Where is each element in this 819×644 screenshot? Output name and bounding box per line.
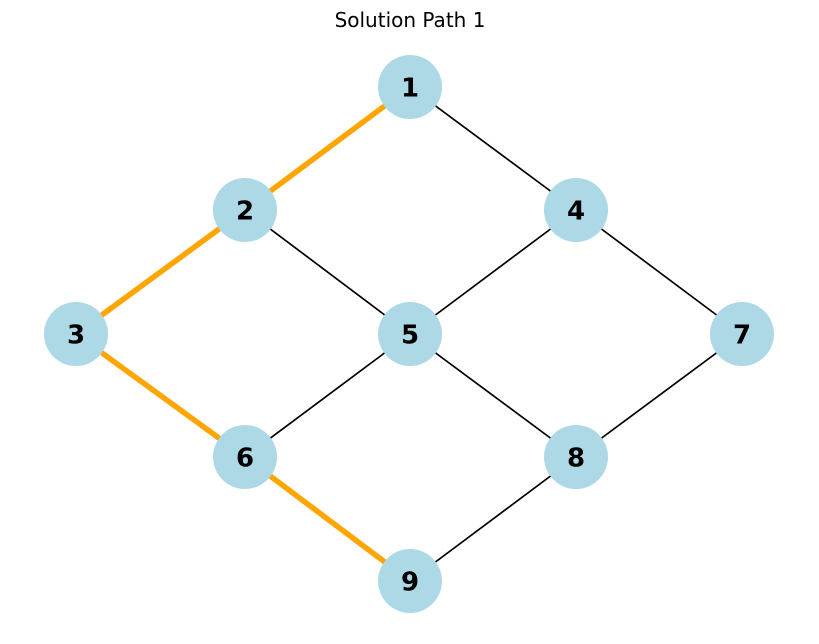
graph-edge-8-9 (409, 456, 577, 582)
node-circle-2 (213, 178, 277, 242)
graph-edge-3-6-highlighted (74, 331, 247, 460)
graph-edge-6-9-highlighted (243, 454, 412, 584)
graph-node-5: 5 (378, 302, 442, 366)
graph-edge-7-8 (575, 333, 743, 458)
node-circle-6 (213, 425, 277, 489)
node-circle-5 (378, 302, 442, 366)
graph-edge-4-7 (575, 209, 743, 335)
node-circle-1 (378, 55, 442, 119)
node-circle-3 (44, 302, 108, 366)
graph-node-6: 6 (213, 425, 277, 489)
graph-node-4: 4 (544, 178, 608, 242)
graph-edge-5-6 (244, 333, 411, 458)
graph-node-7: 7 (710, 302, 774, 366)
graph-node-3: 3 (44, 302, 108, 366)
graph-edge-5-8 (409, 333, 577, 458)
graph-node-2: 2 (213, 178, 277, 242)
graph-edge-2-3-highlighted (74, 207, 247, 337)
node-circle-9 (378, 549, 442, 613)
node-circle-4 (544, 178, 608, 242)
node-circle-8 (544, 425, 608, 489)
nodes-layer: 1 2 3 4 5 6 7 8 9 (44, 55, 774, 613)
graph-edge-1-2-highlighted (243, 84, 412, 213)
node-circle-7 (710, 302, 774, 366)
graph-node-9: 9 (378, 549, 442, 613)
graph-edge-4-5 (409, 209, 577, 335)
graph-node-8: 8 (544, 425, 608, 489)
edges-layer (74, 84, 743, 584)
graph-node-1: 1 (378, 55, 442, 119)
graph-edge-2-5 (244, 209, 411, 335)
graph-edge-1-4 (409, 86, 577, 211)
figure-title: Solution Path 1 (335, 8, 486, 32)
